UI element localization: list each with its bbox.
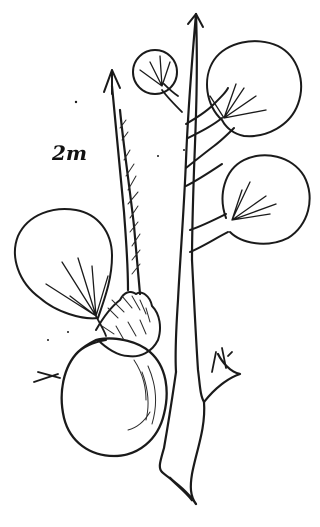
graft-shoot <box>96 70 160 356</box>
tuber <box>34 339 167 457</box>
rootstock <box>160 260 240 504</box>
main-stem <box>176 14 203 372</box>
height-label: 2m <box>51 141 87 165</box>
right-upper-leaf <box>207 41 301 136</box>
right-lower-leaf <box>223 155 310 243</box>
small-top-leaf <box>133 50 177 94</box>
left-leaf <box>15 209 112 336</box>
branches <box>162 84 234 252</box>
